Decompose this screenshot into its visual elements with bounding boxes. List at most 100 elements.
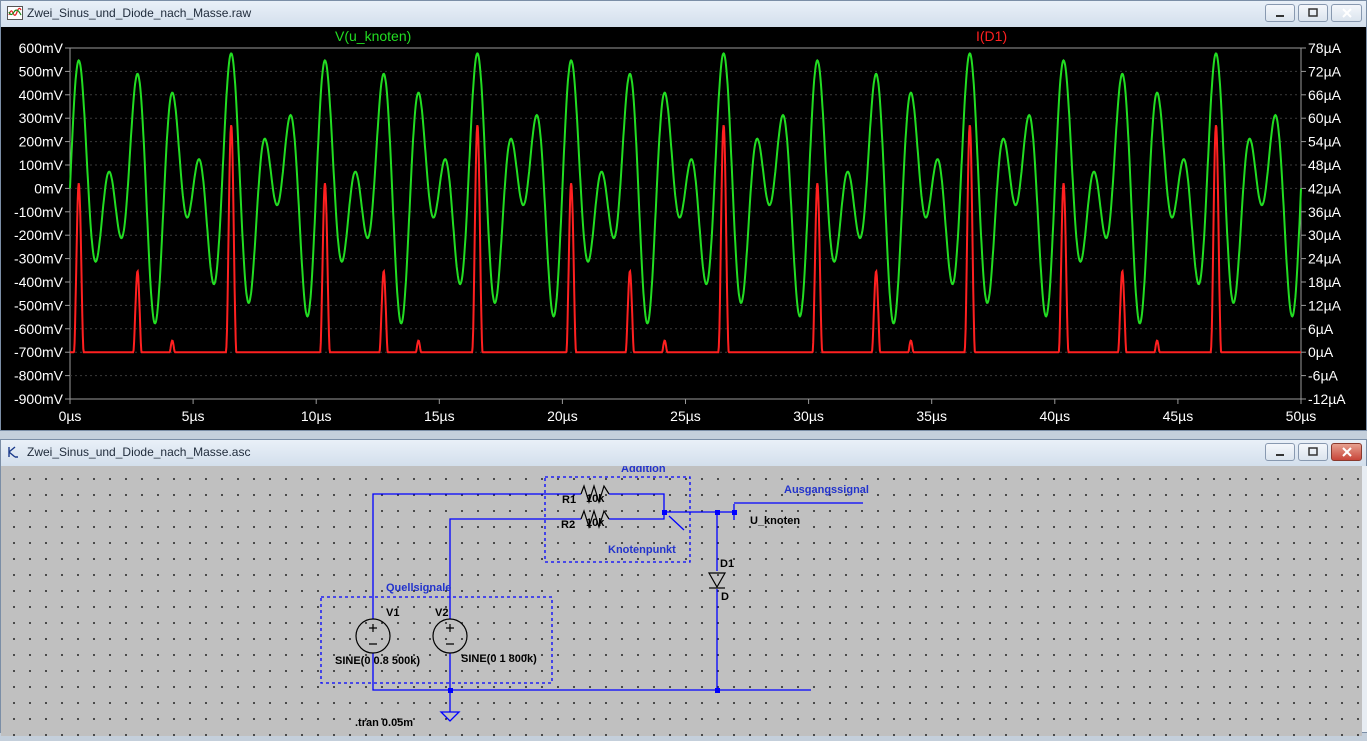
y-right-tick-label: 66µA <box>1308 87 1342 103</box>
ausgangssignal-label[interactable]: Ausgangssignal <box>784 484 869 496</box>
minimize-icon <box>1276 454 1284 456</box>
r1-value[interactable]: 10k <box>586 493 605 505</box>
tran-directive[interactable]: .tran 0.05m <box>355 717 413 729</box>
y-right-tick-label: 18µA <box>1308 274 1342 290</box>
close-icon <box>1341 447 1352 457</box>
wire-v1-r1[interactable] <box>372 493 581 619</box>
close-button[interactable] <box>1331 443 1362 461</box>
x-tick-label: 35µs <box>916 408 947 424</box>
resistor-r1-symbol[interactable] <box>580 483 610 505</box>
r1-name[interactable]: R1 <box>562 494 576 506</box>
y-left-tick-label: -600mV <box>14 321 64 337</box>
minimize-icon <box>1276 15 1284 17</box>
close-icon <box>1341 8 1352 18</box>
y-left-tick-label: -300mV <box>14 251 64 267</box>
y-left-tick-label: 0mV <box>34 180 63 196</box>
y-left-tick-label: 400mV <box>19 87 64 103</box>
x-tick-label: 15µs <box>424 408 455 424</box>
plot-grid <box>70 70 1301 377</box>
y-right-tick-label: 42µA <box>1308 180 1342 196</box>
wire-ground-rail[interactable] <box>372 653 811 691</box>
y-right-axis-ticks: 78µA 72µA 66µA 60µA 54µA 48µA 42µA 36µA 30µA 24µA… <box>1301 40 1346 407</box>
x-tick-label: 45µs <box>1163 408 1194 424</box>
resistor-r2-symbol[interactable] <box>580 508 610 530</box>
series-id1 <box>70 124 1301 354</box>
y-right-tick-label: 30µA <box>1308 227 1342 243</box>
v2-value[interactable]: SINE(0 1 800k) <box>461 653 537 665</box>
y-right-tick-label: 72µA <box>1308 63 1342 79</box>
vertical-scrollbar[interactable] <box>1362 466 1367 732</box>
knotenpunkt-label[interactable]: Knotenpunkt <box>608 544 676 556</box>
schematic-window: Zwei_Sinus_und_Diode_nach_Masse.asc <box>0 439 1367 736</box>
x-tick-label: 50µs <box>1286 408 1317 424</box>
schematic-drawing: Addition R1 10k R2 10k Knotenpunkt Ausga… <box>320 463 869 729</box>
y-left-tick-label: -200mV <box>14 227 64 243</box>
y-left-tick-label: 300mV <box>19 110 64 126</box>
restore-button[interactable] <box>1298 4 1328 22</box>
y-right-tick-label: 54µA <box>1308 134 1342 150</box>
plot-frame <box>69 47 1302 400</box>
addition-box[interactable] <box>544 476 691 563</box>
restore-button[interactable] <box>1298 443 1328 461</box>
x-tick-label: 5µs <box>182 408 205 424</box>
minimize-button[interactable] <box>1265 443 1295 461</box>
minimize-button[interactable] <box>1265 4 1295 22</box>
y-right-tick-label: 12µA <box>1308 297 1342 313</box>
d1-model[interactable]: D <box>721 591 729 603</box>
series-v-u-knoten <box>69 52 1302 325</box>
trace-label-id1[interactable]: I(D1) <box>976 28 1007 44</box>
restore-icon <box>1308 447 1318 456</box>
ground-symbol[interactable] <box>439 711 461 722</box>
diode-d1-symbol[interactable] <box>707 572 727 589</box>
wire-v2-r2[interactable] <box>449 518 581 619</box>
voltage-source-v1-symbol[interactable] <box>355 618 391 654</box>
x-tick-label: 30µs <box>793 408 824 424</box>
v2-name[interactable]: V2 <box>435 607 448 619</box>
wire-r2-node[interactable] <box>609 512 665 520</box>
r2-value[interactable]: 10k <box>586 517 605 529</box>
quellsignale-box[interactable] <box>320 596 553 684</box>
x-tick-label: 25µs <box>670 408 701 424</box>
plot-window-title: Zwei_Sinus_und_Diode_nach_Masse.raw <box>27 6 252 20</box>
d1-name[interactable]: D1 <box>720 558 734 570</box>
y-right-tick-label: 24µA <box>1308 251 1342 267</box>
y-left-tick-label: -400mV <box>14 274 64 290</box>
junction-dot <box>715 510 720 515</box>
schematic-canvas[interactable]: Addition R1 10k R2 10k Knotenpunkt Ausga… <box>1 463 1362 736</box>
net-label-u-knoten[interactable]: U_knoten <box>750 515 800 527</box>
x-tick-label: 20µs <box>547 408 578 424</box>
close-button[interactable] <box>1331 4 1362 22</box>
trace-label-v-u-knoten[interactable]: V(u_knoten) <box>335 28 411 44</box>
y-left-tick-label: -700mV <box>14 344 64 360</box>
schematic-icon <box>8 446 18 458</box>
x-tick-label: 0µs <box>59 408 82 424</box>
y-right-tick-label: 78µA <box>1308 40 1342 56</box>
schematic-window-titlebar[interactable]: Zwei_Sinus_und_Diode_nach_Masse.asc <box>1 440 1366 466</box>
voltage-source-v2-symbol[interactable] <box>432 618 468 654</box>
y-left-tick-label: -500mV <box>14 297 64 313</box>
v1-value[interactable]: SINE(0 0.8 500k) <box>335 655 420 667</box>
y-left-tick-label: -900mV <box>14 391 64 407</box>
plot-window: Zwei_Sinus_und_Diode_nach_Masse.raw 0µs 5… <box>0 0 1367 431</box>
quellsignale-label[interactable]: Quellsignale <box>386 582 451 594</box>
y-right-tick-label: 36µA <box>1308 204 1342 220</box>
knotenpunkt-pointer <box>668 515 685 531</box>
y-left-tick-label: -800mV <box>14 368 64 384</box>
schematic-window-title: Zwei_Sinus_und_Diode_nach_Masse.asc <box>27 445 251 459</box>
y-left-tick-label: 100mV <box>19 157 64 173</box>
y-left-tick-label: 200mV <box>19 134 64 150</box>
v1-name[interactable]: V1 <box>386 607 399 619</box>
y-left-tick-label: -100mV <box>14 204 64 220</box>
addition-label[interactable]: Addition <box>621 463 666 475</box>
y-right-tick-label: 48µA <box>1308 157 1342 173</box>
junction-dot <box>732 510 737 515</box>
y-left-tick-label: 500mV <box>19 63 64 79</box>
r2-name[interactable]: R2 <box>561 519 575 531</box>
y-left-axis-ticks: 600mV500mV400mV300mV200mV100mV0mV-100mV-… <box>14 40 70 407</box>
wire-r1-node[interactable] <box>609 493 665 512</box>
plot-window-titlebar[interactable]: Zwei_Sinus_und_Diode_nach_Masse.raw <box>1 1 1366 27</box>
y-right-tick-label: 60µA <box>1308 110 1342 126</box>
